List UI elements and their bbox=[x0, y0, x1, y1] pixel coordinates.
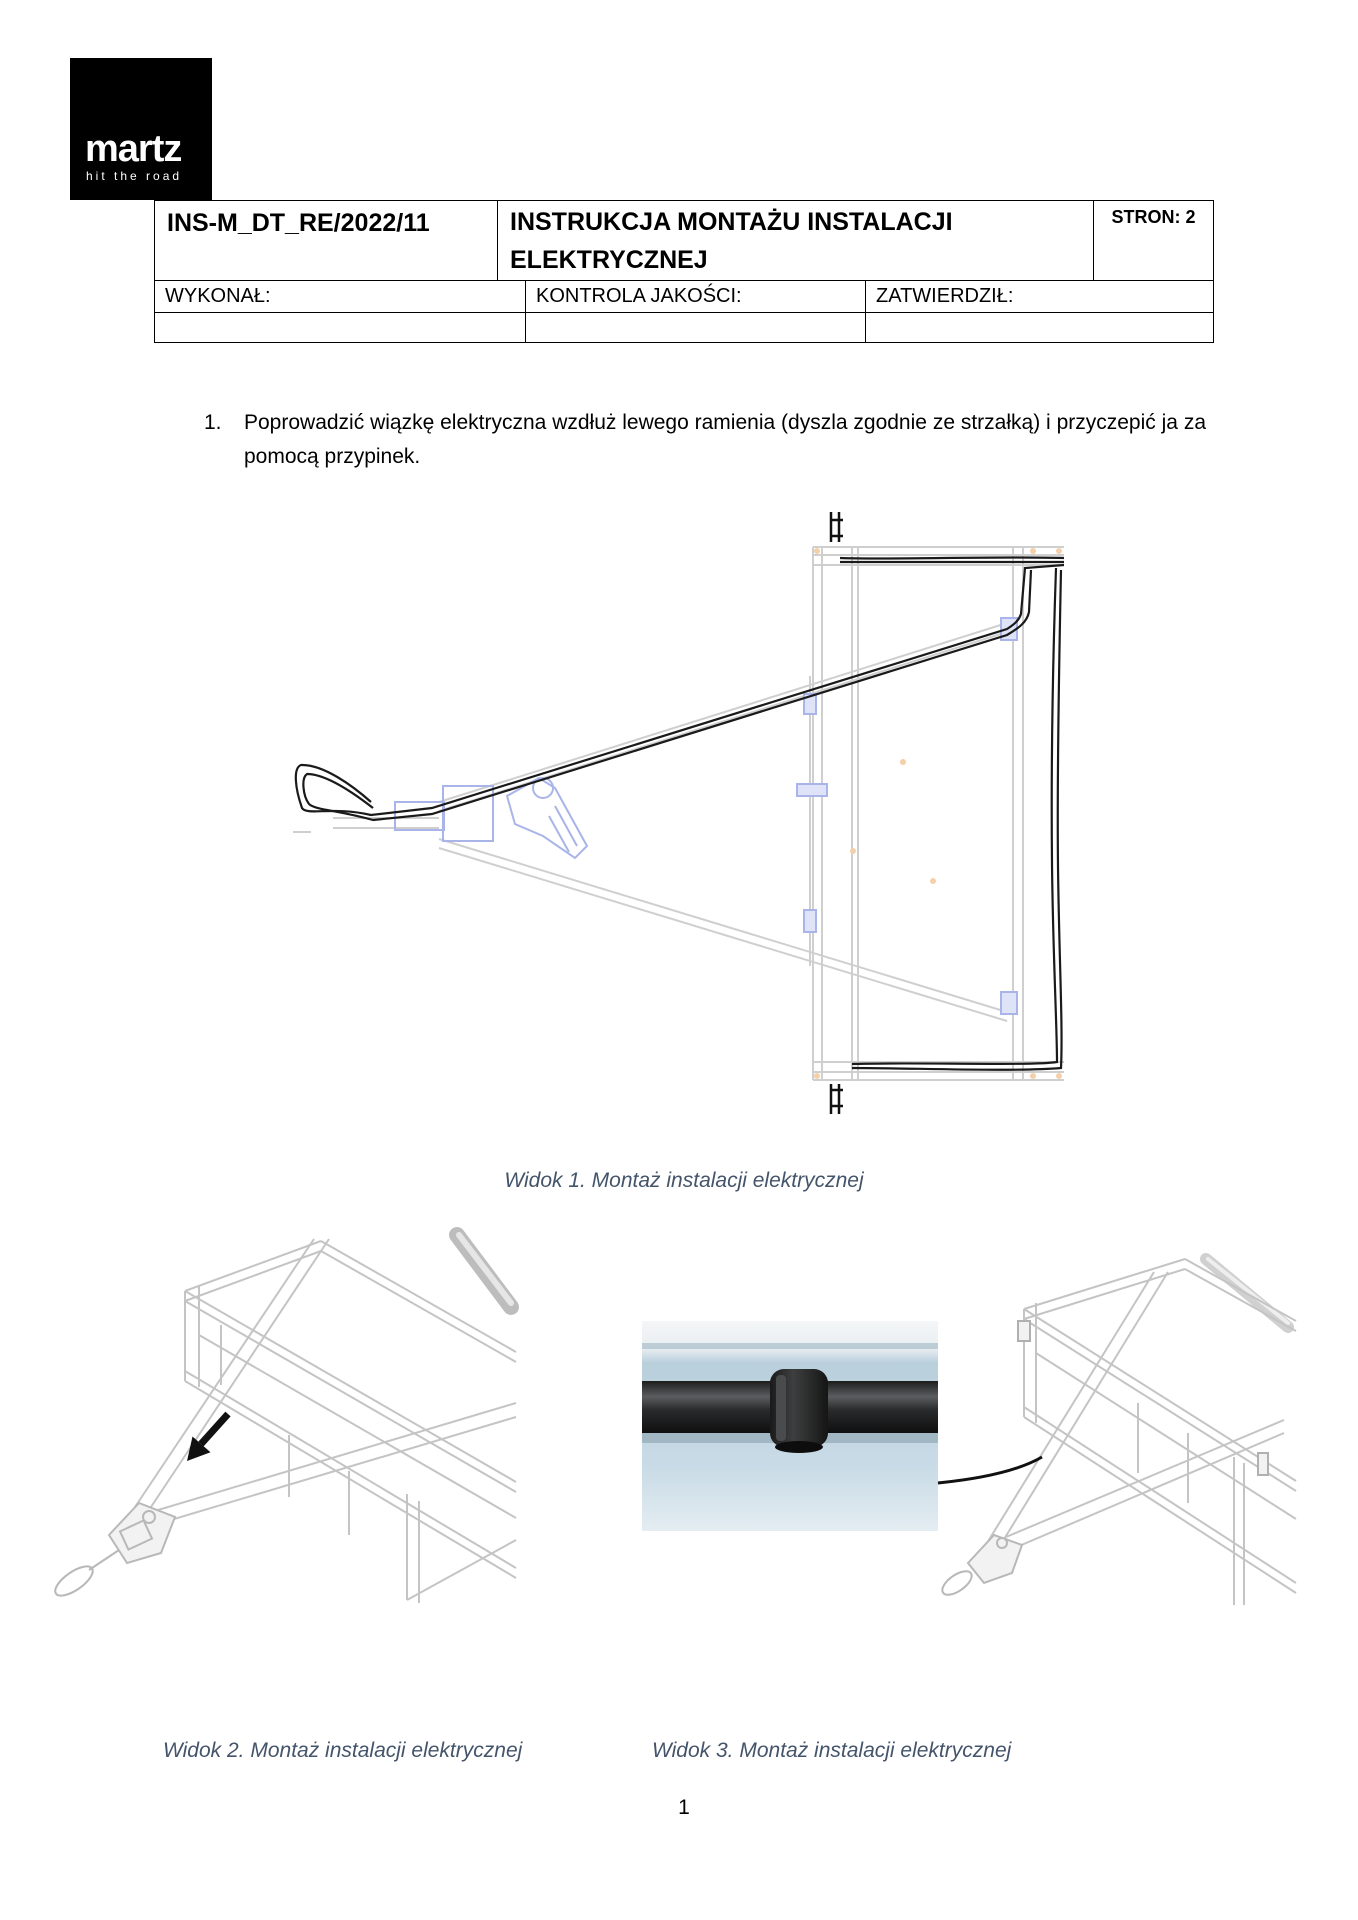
safety-cable bbox=[88, 1549, 120, 1571]
figure-1-caption: Widok 1. Montaż instalacji elektrycznej bbox=[504, 1169, 864, 1192]
page-number: 1 bbox=[678, 1796, 690, 1819]
document-title: INSTRUKCJA MONTAŻU INSTALACJI ELEKTRYCZN… bbox=[498, 201, 1094, 280]
approved-by-value bbox=[866, 313, 1213, 342]
drawbar-arms bbox=[986, 1271, 1285, 1550]
side-tube bbox=[449, 1227, 519, 1315]
frame-corner-marks bbox=[814, 548, 1062, 1079]
drawbar-arms bbox=[134, 1238, 517, 1526]
quality-control-label: KONTROLA JAKOŚCI: bbox=[526, 281, 866, 312]
logo-name: martz bbox=[85, 128, 182, 170]
photo-rail-edge bbox=[642, 1343, 938, 1349]
approved-by-label: ZATWIERDZIŁ: bbox=[876, 285, 1014, 307]
cable-clip-photo bbox=[642, 1321, 938, 1531]
page-count: STRON: 2 bbox=[1111, 207, 1196, 227]
quality-control-value bbox=[526, 313, 866, 342]
trailer-box bbox=[184, 1240, 517, 1603]
hitch-coupling bbox=[107, 1501, 177, 1565]
box-brackets bbox=[1017, 1320, 1269, 1476]
trailer-perspective-drawing bbox=[54, 1227, 519, 1603]
document-header-table: INS-M_DT_RE/2022/11 INSTRUKCJA MONTAŻU I… bbox=[154, 200, 1214, 343]
safety-cable-loop bbox=[941, 1570, 973, 1596]
direction-arrow bbox=[187, 1411, 231, 1461]
header-row-signoff-values bbox=[155, 312, 1213, 342]
trailer-top-view-drawing bbox=[293, 512, 1065, 1114]
header-row-signoff-labels: WYKONAŁ: KONTROLA JAKOŚCI: ZATWIERDZIŁ: bbox=[155, 280, 1213, 312]
logo-tagline: hit the road bbox=[86, 169, 183, 183]
made-by-value bbox=[155, 313, 526, 342]
step-number: 1. bbox=[204, 411, 222, 434]
instruction-step: 1. Poprowadzić wiązkę elektryczna wzdłuż… bbox=[204, 406, 1206, 474]
cable-clip bbox=[770, 1369, 828, 1453]
company-logo: martz hit the road bbox=[70, 58, 212, 200]
trailer-box bbox=[1023, 1258, 1297, 1605]
axle-brackets bbox=[796, 617, 1018, 1015]
figure-3-caption: Widok 3. Montaż instalacji elektrycznej bbox=[652, 1739, 1012, 1762]
made-by-label: WYKONAŁ: bbox=[155, 281, 526, 312]
safety-cable-loop bbox=[54, 1565, 94, 1597]
drawbar bbox=[293, 622, 1008, 1022]
document-code: INS-M_DT_RE/2022/11 bbox=[155, 201, 498, 280]
trailer-perspective-drawing-detail bbox=[937, 1253, 1297, 1605]
figure-2-caption: Widok 2. Montaż instalacji elektrycznej bbox=[163, 1739, 523, 1762]
hitch-coupling bbox=[966, 1533, 1024, 1585]
header-row-title: INS-M_DT_RE/2022/11 INSTRUKCJA MONTAŻU I… bbox=[155, 201, 1213, 280]
step-text: Poprowadzić wiązkę elektryczna wzdłuż le… bbox=[244, 411, 1206, 468]
mounting-brackets bbox=[829, 512, 843, 1114]
electrical-harness bbox=[294, 556, 1065, 1071]
detail-connector-line bbox=[937, 1455, 1043, 1485]
